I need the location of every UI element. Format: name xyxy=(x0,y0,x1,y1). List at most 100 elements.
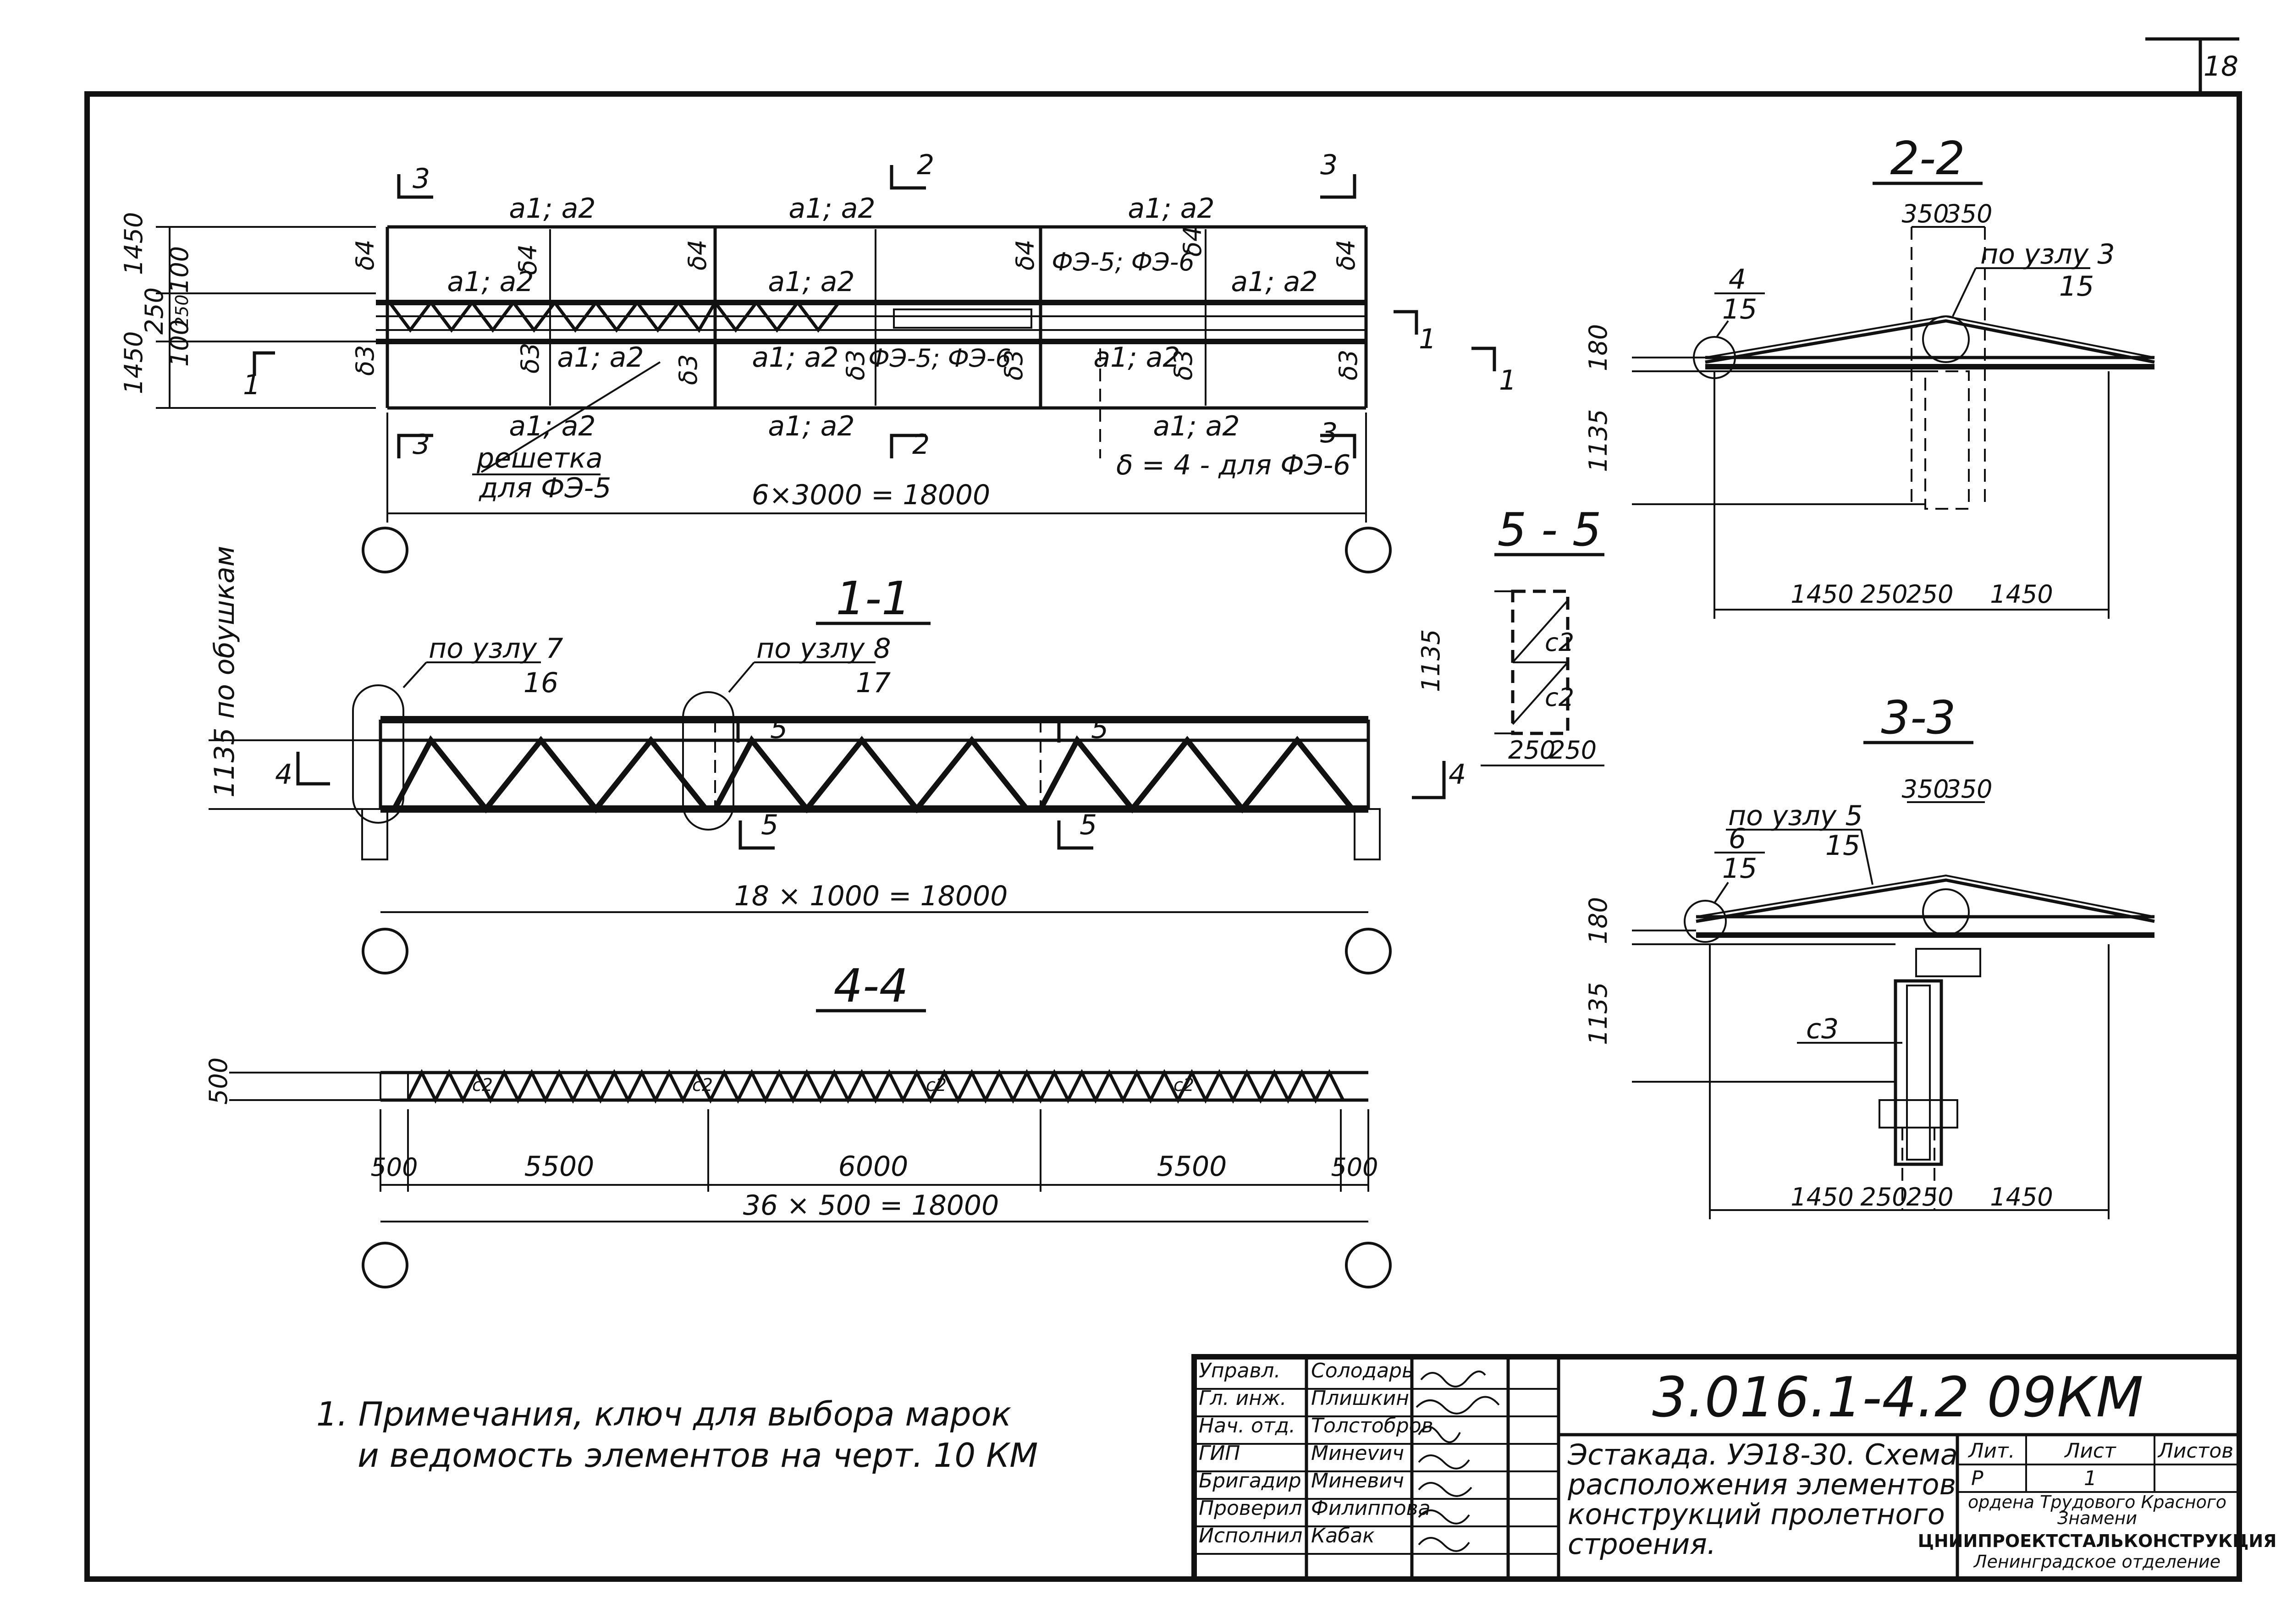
sheet-title-3: конструкций пролетного xyxy=(1568,1497,1945,1531)
plan-top-label-2: а1; а2 xyxy=(788,193,875,225)
section-4-4-total: 36 × 500 = 18000 xyxy=(743,1189,999,1222)
plan-inner-lower-2: а1; а2 xyxy=(752,341,838,374)
plan-lattice-note-1: решетка xyxy=(476,442,603,474)
plan-cut-3-left-bot: 3 xyxy=(413,429,430,461)
section-1-1-node7: по узлу 7 xyxy=(429,633,563,665)
plan-dim-100-b: 100 xyxy=(165,319,194,367)
section-1-1: 1-1 1135 по обушкам по узлу 7 16 по узлу… xyxy=(209,546,1466,974)
plan-delta4-c: δ4 xyxy=(683,240,712,270)
plan-delta3-d: δ3 xyxy=(841,350,870,380)
section-4-4-span-1: 500 xyxy=(370,1153,418,1182)
section-3-3-bottom-dim-4: 1450 xyxy=(1990,1183,2053,1211)
plan-delta4-f: δ4 xyxy=(1332,240,1361,270)
plan-cut-1-right: 1 xyxy=(1419,323,1436,355)
section-2-2-top-dim-2: 350 xyxy=(1945,199,1992,228)
plan-dim-1450-top: 1450 xyxy=(119,212,148,275)
section-2-2-title: 2-2 xyxy=(1890,132,1965,185)
plan-inner-upper-3: ФЭ-5; ФЭ-6 xyxy=(1052,248,1194,276)
stamp-name-1: Солодарь xyxy=(1311,1359,1414,1382)
plan-dim-1450-bot: 1450 xyxy=(119,331,148,394)
sheet-code: 3.016.1-4.2 09КМ xyxy=(1652,1366,2143,1430)
plan-delta4-d: δ4 xyxy=(1011,240,1040,270)
stamp-role-6: Проверил xyxy=(1199,1497,1302,1520)
section-3-3-bottom-dim-1: 1450 xyxy=(1791,1183,1853,1211)
plan-inner-upper-4: а1; а2 xyxy=(1231,266,1317,298)
section-1-1-axis-left xyxy=(362,928,408,974)
plan-delta4-b: δ4 xyxy=(513,244,542,275)
plan-inner-upper-1: а1; а2 xyxy=(447,266,534,298)
signature-7 xyxy=(1418,1537,1470,1552)
plan-axis-circle-right xyxy=(1345,527,1392,573)
stamp-name-5: Миневич xyxy=(1311,1469,1404,1492)
section-2-2-bottom-dim-2: 250 xyxy=(1860,580,1907,609)
section-1-1-cut4-right: 4 xyxy=(1449,759,1466,791)
signature-2 xyxy=(1416,1396,1500,1415)
plan-bottom-label-1: а1; а2 xyxy=(509,410,595,442)
section-3-3-top-dim-1: 350 xyxy=(1901,775,1949,804)
plan-dim-250-b: 250 xyxy=(172,294,192,328)
stamp-name-2: Плишкин xyxy=(1311,1387,1409,1410)
plan-total-dim: 6×3000 = 18000 xyxy=(752,479,990,511)
section-1-1-cut5-b: 5 xyxy=(1091,713,1108,745)
section-1-1-axis-right xyxy=(1345,928,1392,974)
stamp-org-3: ЦНИИПРОЕКТСТАЛЬКОНСТРУКЦИЯ xyxy=(1918,1531,2277,1551)
section-2-2-bottom-dim-3: 250 xyxy=(1906,580,1953,609)
section-2-2-node-sheet: 15 xyxy=(2059,270,2094,303)
title-block: Управл. Солодарь Гл. инж. Плишкин Нач. о… xyxy=(1191,1354,2277,1582)
section-3-3-node-sheet: 15 xyxy=(1825,830,1860,862)
plan-delta3-e: δ3 xyxy=(999,350,1028,380)
plan-axis-circle-left xyxy=(362,527,408,573)
sheet-title-2: расположения элементов xyxy=(1567,1468,1956,1501)
plan-top-label-1: а1; а2 xyxy=(509,193,595,225)
plan-inner-lower-4: а1; а2 xyxy=(1093,341,1180,374)
section-2-2-bottom-dim-4: 1450 xyxy=(1990,580,2053,609)
plan-delta4-a: δ4 xyxy=(351,240,380,270)
section-4-4-span-3: 6000 xyxy=(838,1151,909,1183)
stamp-org-2: Знамени xyxy=(2057,1508,2137,1528)
note-line-2: и ведомость элементов на черт. 10 КМ xyxy=(358,1436,1038,1475)
sheet-number: 18 xyxy=(2204,50,2238,83)
section-3-3: 3-3 350 350 по узлу 5 15 6 15 с3 180 113… xyxy=(1584,691,2155,1219)
plan-lattice-note-2: для ФЭ-5 xyxy=(479,472,611,504)
signature-4 xyxy=(1418,1454,1470,1470)
section-5-5-c2-b: с2 xyxy=(1545,683,1574,712)
plan-cut-2-bot: 2 xyxy=(912,429,930,461)
section-4-4-diag-label-b: с2 xyxy=(692,1075,713,1095)
section-3-3-left-node: 6 xyxy=(1729,823,1746,855)
section-2-2-h1: 180 xyxy=(1584,324,1613,371)
plan-cut-1-left: 1 xyxy=(243,369,260,401)
section-5-5-c2-a: с2 xyxy=(1545,628,1574,657)
signature-6 xyxy=(1418,1509,1470,1525)
stamp-role-1: Управл. xyxy=(1199,1359,1281,1382)
section-2-2-node: по узлу 3 xyxy=(1980,238,2115,270)
section-1-1-side-label: 1135 по обушкам xyxy=(209,546,241,798)
sheet-title-1: Эстакада. УЭ18-30. Схема xyxy=(1567,1438,1958,1471)
section-3-3-title: 3-3 xyxy=(1881,691,1956,744)
plan-delta3-a: δ3 xyxy=(351,345,380,376)
section-2-2: 2-2 350 350 по узлу 3 15 4 15 180 1135 1… xyxy=(1584,132,2155,619)
plan-delta3-g: δ3 xyxy=(1334,350,1363,380)
plan-dim-250-a: 250 xyxy=(140,287,169,335)
section-3-3-left-node-sheet: 15 xyxy=(1722,853,1757,885)
section-4-4-height: 500 xyxy=(204,1057,233,1105)
section-1-1-node8: по узлу 8 xyxy=(756,633,891,665)
plan-inner-lower-1: а1; а2 xyxy=(557,341,644,374)
stamp-name-7: Кабак xyxy=(1311,1524,1375,1547)
section-1-1-node7-sheet: 16 xyxy=(523,667,558,699)
section-4-4-span-5: 500 xyxy=(1331,1153,1378,1182)
plan-cut-3-right-top: 3 xyxy=(1320,149,1338,181)
section-3-3-bottom-dim-2: 250 xyxy=(1860,1183,1907,1211)
section-5-5-width-1: 250 xyxy=(1508,736,1555,765)
stamp-role-3: Нач. отд. xyxy=(1199,1414,1295,1437)
plan-bottom-label-3: а1; а2 xyxy=(1153,410,1240,442)
section-1-1-node8-sheet: 17 xyxy=(856,667,891,699)
plan-delta4-e: δ4 xyxy=(1178,226,1207,257)
plan-top-label-3: а1; а2 xyxy=(1128,193,1214,225)
stamp-role-5: Бригадир xyxy=(1199,1469,1301,1492)
section-1-1-cut5-c: 5 xyxy=(761,809,778,841)
section-4-4-diag-label-c: с2 xyxy=(926,1075,947,1095)
plan-cut-1-far: 1 xyxy=(1499,364,1516,396)
section-2-2-h2: 1135 xyxy=(1584,409,1613,472)
section-1-1-total: 18 × 1000 = 18000 xyxy=(734,880,1008,912)
